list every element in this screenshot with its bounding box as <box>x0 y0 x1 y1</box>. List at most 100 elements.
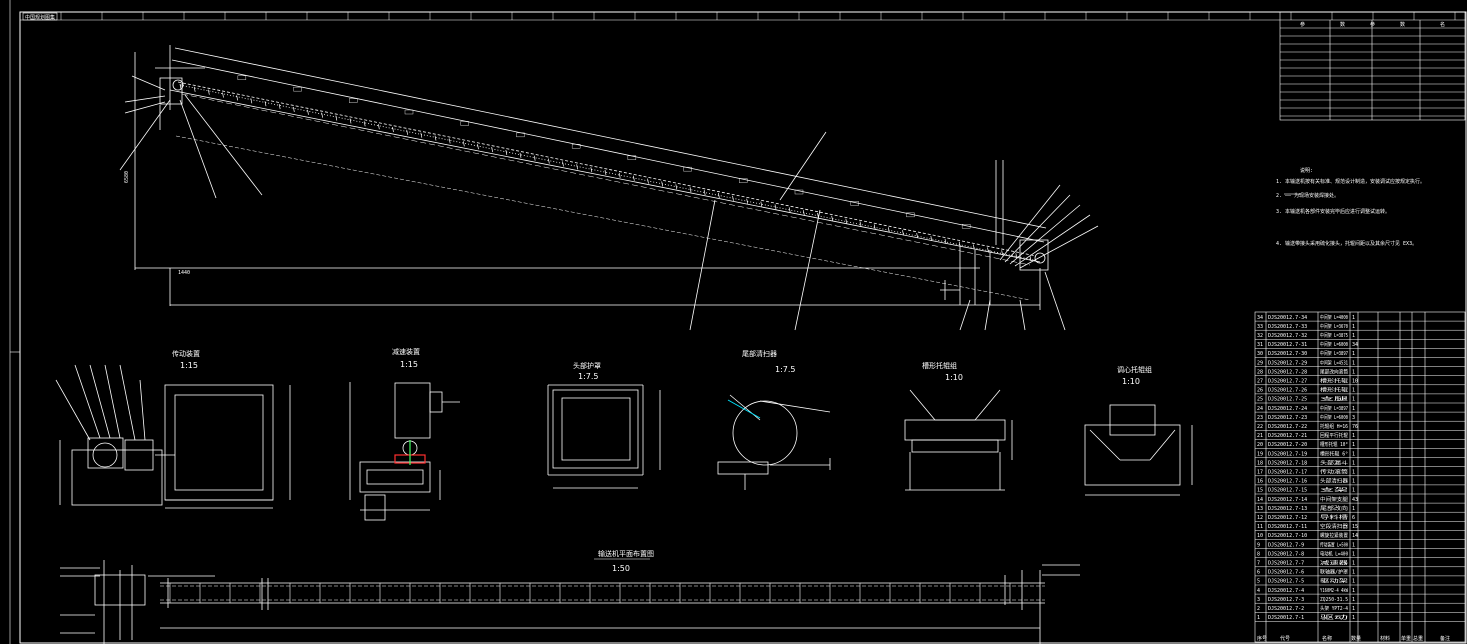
idler-mark <box>590 167 593 173</box>
bom-cell-qty: 1 <box>1352 542 1355 548</box>
bom-table <box>1254 311 1466 643</box>
bom-cell-no: 2 <box>1257 606 1260 612</box>
idler-mark <box>335 115 338 121</box>
idler-mark <box>236 95 239 101</box>
bom-cell-name: 头架 YPT2-4 <box>1320 605 1348 612</box>
idler-mark <box>817 212 819 219</box>
segment-label-box <box>349 98 358 103</box>
bom-cell-qty: 1 <box>1352 551 1355 557</box>
vertical-dimension-1: 6580 <box>124 171 130 183</box>
bom-cell-no: 14 <box>1257 497 1263 503</box>
bom-cell-no: 6 <box>1257 570 1260 576</box>
idler-mark <box>519 152 522 158</box>
bom-cell-no: 21 <box>1257 433 1263 439</box>
bom-cell-no: 33 <box>1257 324 1263 330</box>
bom-cell-name: 头部漏斗 <box>1320 459 1348 466</box>
idler-mark <box>576 164 579 170</box>
bom-cell-no: 27 <box>1257 379 1263 385</box>
idler-mark <box>987 247 989 253</box>
view-title-drive: 传动装置 <box>172 349 200 358</box>
plan-view-support-marks <box>169 583 1011 603</box>
bom-cell-name: 托辊组 H=16 <box>1320 423 1348 430</box>
plan-view-title: 输送机平面布置图 <box>598 549 654 558</box>
idler-mark <box>222 92 224 98</box>
bom-cell-qty: 3 <box>1352 415 1355 421</box>
idler-mark <box>604 169 607 176</box>
bom-cell-no: 18 <box>1257 460 1263 466</box>
bom-cell-code: DJS20012.7-26 <box>1268 388 1307 394</box>
bom-cell-no: 32 <box>1257 333 1263 339</box>
idler-mark <box>859 221 862 227</box>
idler-mark <box>958 241 961 247</box>
idler-mark <box>491 146 494 153</box>
bom-cell-name: 减速器 <box>1320 560 1348 567</box>
bom-cell-qty: 1 <box>1352 479 1355 485</box>
bom-cell-qty: 1 <box>1352 597 1355 603</box>
idler-mark <box>930 235 933 242</box>
bom-cell-qty: 1 <box>1352 506 1355 512</box>
param-header-4: 数 <box>1400 21 1405 28</box>
vertical-dimension-2: 1440 <box>178 270 190 276</box>
bom-cell-code: DJS20012.7-22 <box>1268 424 1307 430</box>
bom-cell-name: 驱动 <box>1320 614 1348 621</box>
bom-cell-name: 中间架 L=6000 <box>1320 414 1348 421</box>
bom-cell-no: 4 <box>1257 588 1260 594</box>
bom-cell-no: 30 <box>1257 351 1263 357</box>
conveyor-elevation-view <box>119 45 1099 331</box>
reducer-highlight <box>394 440 426 465</box>
bom-cell-qty: 1 <box>1352 570 1355 576</box>
bom-cell-code: DJS20012.7-25 <box>1268 397 1307 403</box>
idler-mark <box>562 161 564 167</box>
bom-cell-qty: 1 <box>1352 406 1355 412</box>
bom-cell-name: 传动装置 L=500 <box>1320 541 1348 548</box>
bom-footer-material: 材料 <box>1380 635 1390 642</box>
bom-cell-no: 15 <box>1257 488 1263 494</box>
idler-mark <box>647 178 649 184</box>
parameter-table-header: 参 数 参 数 名 <box>1300 21 1445 28</box>
bom-cell-name: 槽形托辊 10° <box>1320 441 1348 448</box>
idler-mark <box>845 218 848 224</box>
idler-mark <box>887 227 890 233</box>
bom-cell-no: 23 <box>1257 415 1263 421</box>
bom-cell-qty: 1 <box>1352 388 1355 394</box>
view-title-head-hood: 头部护罩 <box>573 361 601 370</box>
param-header-1: 参 <box>1300 21 1305 28</box>
bom-cell-qty: 1 <box>1352 324 1355 330</box>
bom-table-footer: 序号 代号 名称 数量 材料 单重 总重 备注 <box>1257 635 1450 642</box>
idler-mark <box>321 112 324 118</box>
bom-cell-qty: 1 <box>1352 351 1355 357</box>
bom-cell-qty: 34 <box>1352 342 1358 348</box>
bom-cell-no: 11 <box>1257 524 1263 530</box>
segment-label-box <box>571 144 581 149</box>
bom-cell-qty: 1 <box>1352 442 1355 448</box>
idler-mark <box>434 135 437 141</box>
param-header-3: 参 <box>1370 21 1375 28</box>
corner-label: 中国规划图集 <box>25 14 55 21</box>
bom-cell-name: 中间架 L=3897 <box>1320 350 1348 357</box>
idler-mark <box>477 144 479 150</box>
bom-cell-name: 尾部改向 <box>1320 505 1348 512</box>
idler-mark <box>1001 250 1004 256</box>
bom-cell-name: 传动滚筒 <box>1320 469 1348 476</box>
elevation-dimension-texts: 6580 1440 <box>124 171 190 276</box>
idler-mark <box>746 198 749 204</box>
view-scale-self-aligning-idler: 1:10 <box>1122 377 1140 386</box>
bom-cell-code: DJS20012.7-13 <box>1268 506 1307 512</box>
bom-footer-code: 代号 <box>1280 635 1290 642</box>
note-1: 1. 本输送机按有关标准、规范设计制造，安装调试应按规定执行。 <box>1276 178 1425 185</box>
idler-mark <box>406 129 409 135</box>
bom-cell-code: DJS20012.7-3 <box>1268 597 1304 603</box>
idler-mark <box>661 181 664 187</box>
note-4: 4. 输送带接头采用硫化接头，托辊间距以及其余尺寸见 EX3。 <box>1276 240 1417 247</box>
bom-cell-code: DJS20012.7-23 <box>1268 415 1307 421</box>
detail-troughing-idler <box>904 389 1013 491</box>
